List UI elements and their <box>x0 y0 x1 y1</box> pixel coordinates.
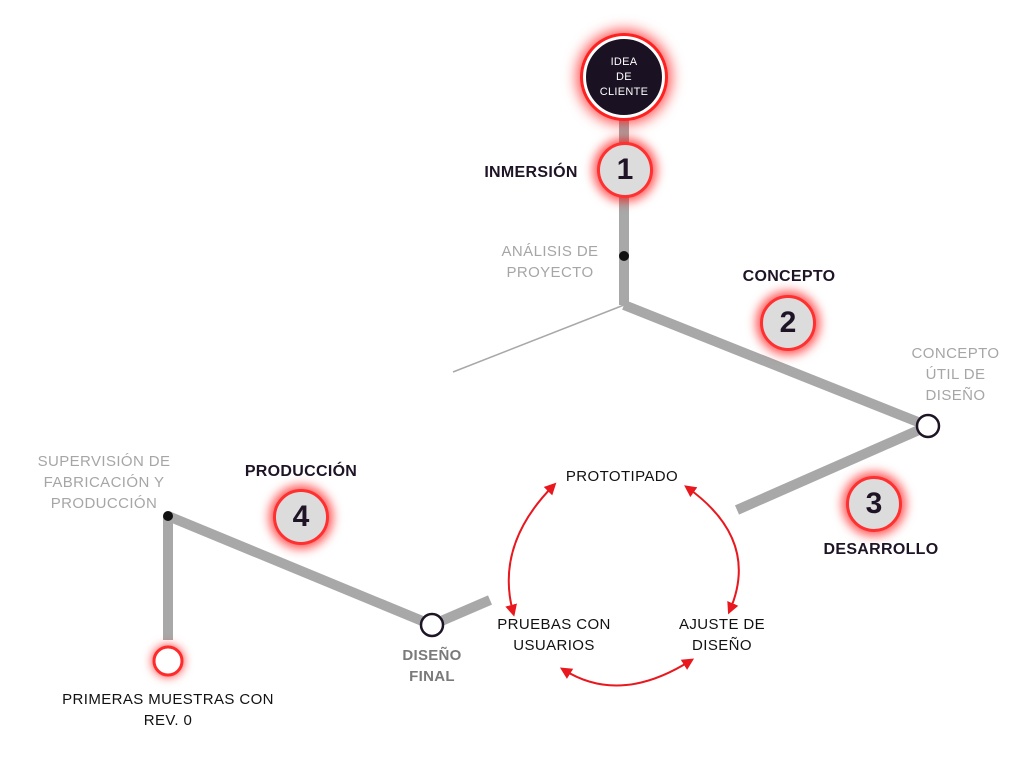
path-nodes <box>152 251 941 677</box>
cycle-label-pruebas: PRUEBAS CON USUARIOS <box>497 616 611 654</box>
path-segment <box>734 421 931 515</box>
step-number-2: 2 <box>760 295 816 351</box>
path-segment <box>166 511 434 630</box>
step-title-produccion: PRODUCCIÓN <box>244 463 358 480</box>
cycle-arrow <box>559 658 695 687</box>
cycle-label-prototipado: PROTOTIPADO <box>565 468 679 485</box>
process-path <box>163 112 931 640</box>
end-label: PRIMERAS MUESTRAS CON REV. 0 <box>62 691 274 729</box>
step-number-4: 4 <box>273 489 329 545</box>
branch-line <box>452 304 625 373</box>
step-title-inmersion: INMERSIÓN <box>484 164 578 181</box>
end-node <box>152 645 184 677</box>
final-design-label: DISEÑO FINAL <box>402 647 462 685</box>
node-dot <box>163 511 173 521</box>
step-number-1: 1 <box>597 142 653 198</box>
step-title-desarrollo: DESARROLLO <box>823 541 939 558</box>
step-sub-supervision: SUPERVISIÓN DE FABRICACIÓN Y PRODUCCIÓN <box>37 453 171 512</box>
node-ring <box>915 413 941 439</box>
node-dot <box>619 251 629 261</box>
step-title-concepto: CONCEPTO <box>742 268 836 285</box>
node-ring <box>419 612 445 638</box>
cycle-label-ajuste: AJUSTE DE DISEÑO <box>678 616 766 654</box>
client-idea-label: IDEA DE CLIENTE <box>599 55 649 98</box>
cycle-arrow <box>684 485 740 615</box>
path-segment <box>622 300 930 431</box>
cycle-arrow <box>505 482 557 617</box>
step-sub-analisis: ANÁLISIS DE PROYECTO <box>501 243 599 281</box>
cycle-arrows <box>505 482 740 687</box>
client-idea-node: IDEA DE CLIENTE <box>583 36 665 118</box>
step-sub-concepto-util: CONCEPTO ÚTIL DE DISEÑO <box>911 345 1000 404</box>
step-number-3: 3 <box>846 476 902 532</box>
